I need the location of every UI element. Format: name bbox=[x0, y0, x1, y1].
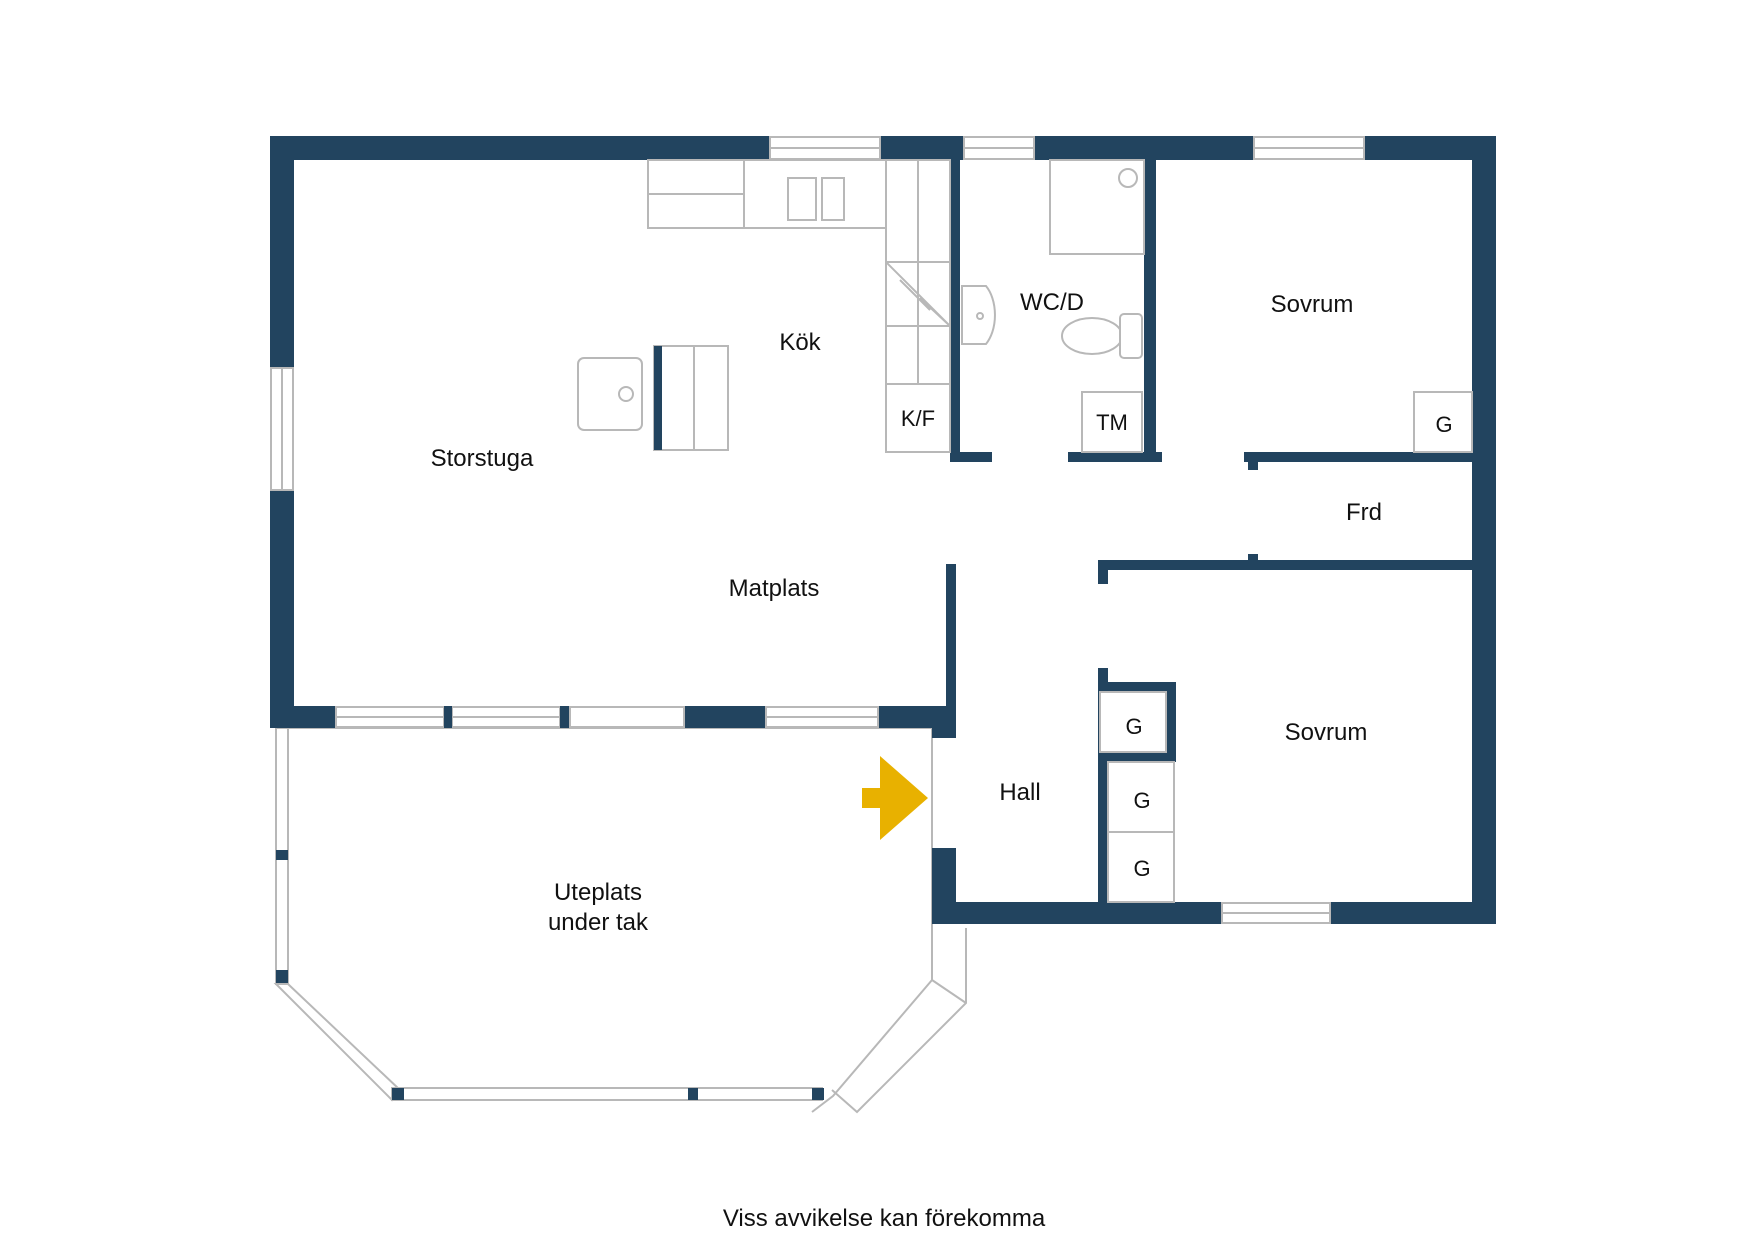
room-label-sovrum-top: Sovrum bbox=[1271, 291, 1354, 318]
room-label-sovrum-bottom: Sovrum bbox=[1285, 719, 1368, 746]
wardrobe-hall-3 bbox=[1107, 831, 1175, 903]
fixture-label-kf: K/F bbox=[901, 406, 935, 431]
terrace-diagonal-glazing bbox=[273, 983, 402, 1102]
windows bbox=[270, 136, 1365, 924]
entrance-arrow-icon bbox=[862, 756, 928, 840]
wc-fixtures bbox=[961, 159, 1145, 453]
fixture-label-g-hall-2: G bbox=[1133, 788, 1150, 813]
interior-walls bbox=[946, 160, 1472, 924]
fixture-label-g-bedroom: G bbox=[1435, 412, 1452, 437]
disclaimer-footer: Viss avvikelse kan förekomma bbox=[723, 1205, 1046, 1232]
room-label-hall: Hall bbox=[999, 779, 1040, 806]
room-labels: Storstuga Kök Matplats WC/D Sovrum Frd S… bbox=[431, 289, 1382, 936]
fixture-label-tm: TM bbox=[1096, 410, 1128, 435]
wardrobes bbox=[1099, 391, 1473, 903]
stove-icon bbox=[787, 177, 817, 221]
fixture-labels: K/F TM G G G G bbox=[901, 406, 1453, 881]
washing-machine bbox=[1081, 391, 1143, 453]
room-label-uteplats-line1: Uteplats bbox=[554, 879, 642, 906]
terrace-bottom-glazing bbox=[391, 1087, 823, 1101]
terrace-outline bbox=[273, 727, 967, 1114]
fixture-label-g-hall-3: G bbox=[1133, 856, 1150, 881]
dishwasher-icon bbox=[885, 261, 951, 327]
wardrobe-bedroom-top bbox=[1413, 391, 1473, 453]
fridge-freezer bbox=[885, 383, 951, 453]
shower-drain-icon bbox=[1118, 168, 1138, 188]
sink-icon bbox=[577, 357, 643, 431]
kitchen-fixtures bbox=[577, 159, 951, 453]
toilet-icon bbox=[1061, 317, 1123, 355]
fixture-label-g-hall-1: G bbox=[1125, 714, 1142, 739]
room-label-uteplats-line2: under tak bbox=[548, 909, 649, 936]
room-label-frd: Frd bbox=[1346, 499, 1382, 526]
room-label-storstuga: Storstuga bbox=[431, 445, 534, 472]
room-label-kok: Kök bbox=[779, 329, 821, 356]
room-label-wcd: WC/D bbox=[1020, 289, 1084, 316]
wardrobe-hall-1 bbox=[1099, 691, 1167, 753]
room-label-matplats: Matplats bbox=[729, 575, 820, 602]
